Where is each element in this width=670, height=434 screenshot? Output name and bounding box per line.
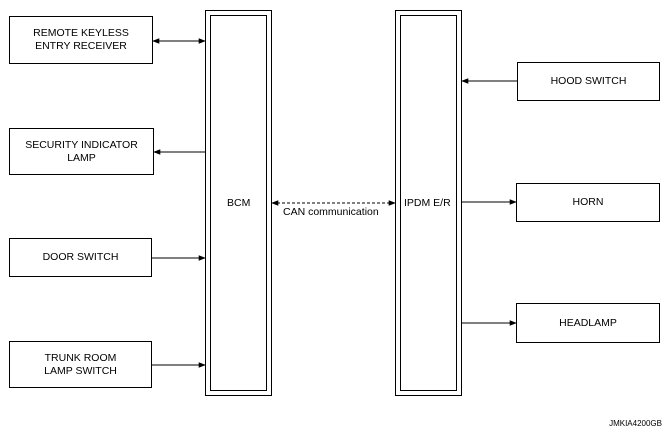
remote-keyless-entry-receiver-box: REMOTE KEYLESS ENTRY RECEIVER	[9, 16, 153, 64]
trunk-room-line-1: TRUNK ROOM	[44, 351, 117, 364]
trunk-room-lamp-switch-box: TRUNK ROOM LAMP SWITCH	[9, 341, 152, 388]
bcm-module	[205, 10, 272, 396]
bcm-module-inner	[210, 15, 267, 391]
horn-label: HORN	[572, 196, 604, 208]
door-switch-label: DOOR SWITCH	[42, 251, 119, 263]
remote-keyless-line-2: ENTRY RECEIVER	[35, 40, 127, 52]
security-indicator-line-1: SECURITY INDICATOR	[25, 138, 138, 151]
security-indicator-line-2: LAMP	[67, 151, 96, 164]
bcm-label: BCM	[225, 196, 253, 210]
remote-keyless-line-1: REMOTE KEYLESS	[33, 27, 129, 39]
hood-switch-label: HOOD SWITCH	[550, 75, 627, 87]
ipdm-module	[395, 10, 462, 396]
trunk-room-line-2: LAMP SWITCH	[44, 364, 117, 377]
ipdm-label: IPDM E/R	[402, 196, 453, 210]
can-communication-label: CAN communication	[283, 206, 379, 218]
headlamp-box: HEADLAMP	[516, 303, 660, 343]
door-switch-box: DOOR SWITCH	[9, 238, 152, 277]
ipdm-module-inner	[400, 15, 457, 391]
security-indicator-lamp-box: SECURITY INDICATOR LAMP	[9, 128, 154, 175]
hood-switch-box: HOOD SWITCH	[517, 62, 660, 101]
horn-box: HORN	[516, 183, 660, 222]
reference-code: JMKIA4200GB	[609, 419, 662, 428]
headlamp-label: HEADLAMP	[559, 316, 617, 329]
